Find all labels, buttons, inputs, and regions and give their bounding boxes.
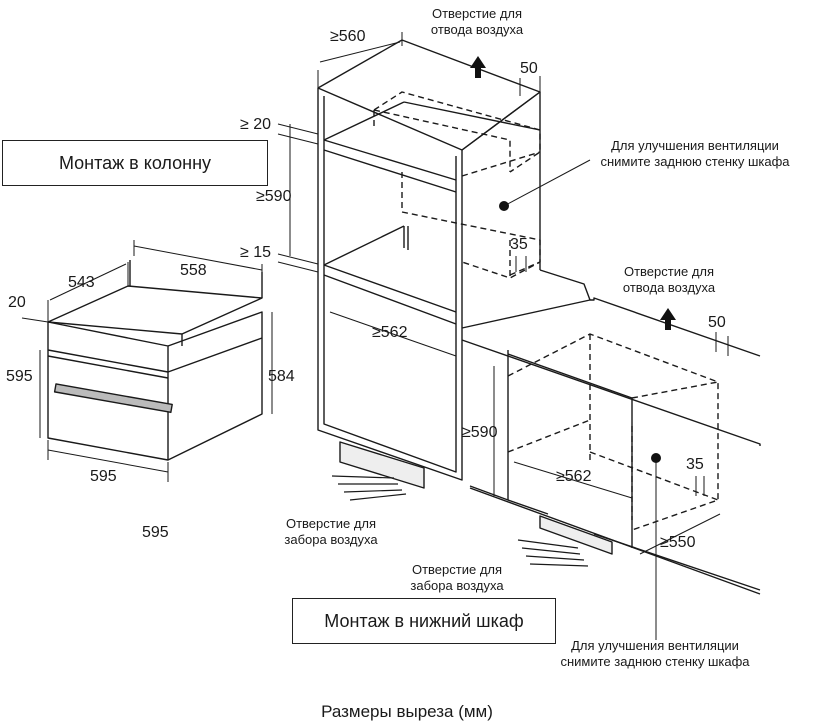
dim-col-depth: ≥560: [330, 28, 366, 45]
column-dimension-lines: [277, 32, 541, 357]
under-cutout-dashed: [507, 333, 719, 531]
note-exhaust-top: Отверстие для отвода воздуха: [430, 6, 524, 37]
dim-under-vent-35: 35: [686, 456, 704, 473]
dim-oven-height-right: 584: [268, 368, 295, 385]
dim-under-vent-50: 50: [708, 314, 726, 331]
dim-oven-depth-top: 543: [68, 274, 95, 291]
vent-dot-bottom: [651, 453, 661, 463]
exhaust-arrow-icon: [470, 56, 676, 330]
dim-under-depth: ≥550: [660, 534, 696, 551]
dim-oven-height-left: 595: [6, 368, 33, 385]
dim-col-bottom-gap: ≥ 15: [240, 244, 272, 261]
leader-lines: [503, 159, 657, 640]
dim-oven-width-top: 558: [180, 262, 207, 279]
intake-arrows: [331, 475, 589, 567]
dim-col-height: ≥590: [256, 188, 292, 205]
dim-under-height: ≥590: [462, 424, 498, 441]
note-exhaust-right: Отверстие для отвода воздуха: [622, 264, 716, 295]
dim-oven-front: 20: [8, 294, 26, 311]
dim-under-width: ≥562: [556, 468, 592, 485]
dim-col-width: ≥562: [372, 324, 408, 341]
oven-dimension-lines: [21, 240, 273, 482]
under-mount-label: Монтаж в нижний шкаф: [292, 598, 556, 644]
column-cabinet: [317, 39, 541, 489]
dim-oven-width-bottom-2: 595: [142, 524, 169, 541]
lower-cabinet: [461, 269, 761, 595]
dim-col-vent-50: 50: [520, 60, 538, 77]
dim-col-top-gap: ≥ 20: [240, 116, 272, 133]
vent-dot-top: [499, 201, 509, 211]
note-intake-left: Отверстие для забора воздуха: [284, 516, 378, 547]
dim-col-vent-35: 35: [510, 236, 528, 253]
note-intake-mid: Отверстие для забора воздуха: [410, 562, 504, 593]
note-vent-bottom: Для улучшения вентиляции снимите заднюю …: [560, 638, 750, 669]
under-dimension-lines: [493, 332, 729, 555]
column-mount-label: Монтаж в колонну: [2, 140, 268, 186]
column-cutout-dashed: [373, 91, 541, 280]
dim-oven-width-bottom: 595: [90, 468, 117, 485]
figure-caption: Размеры выреза (мм): [321, 702, 493, 721]
note-vent-top: Для улучшения вентиляции снимите заднюю …: [600, 138, 790, 169]
